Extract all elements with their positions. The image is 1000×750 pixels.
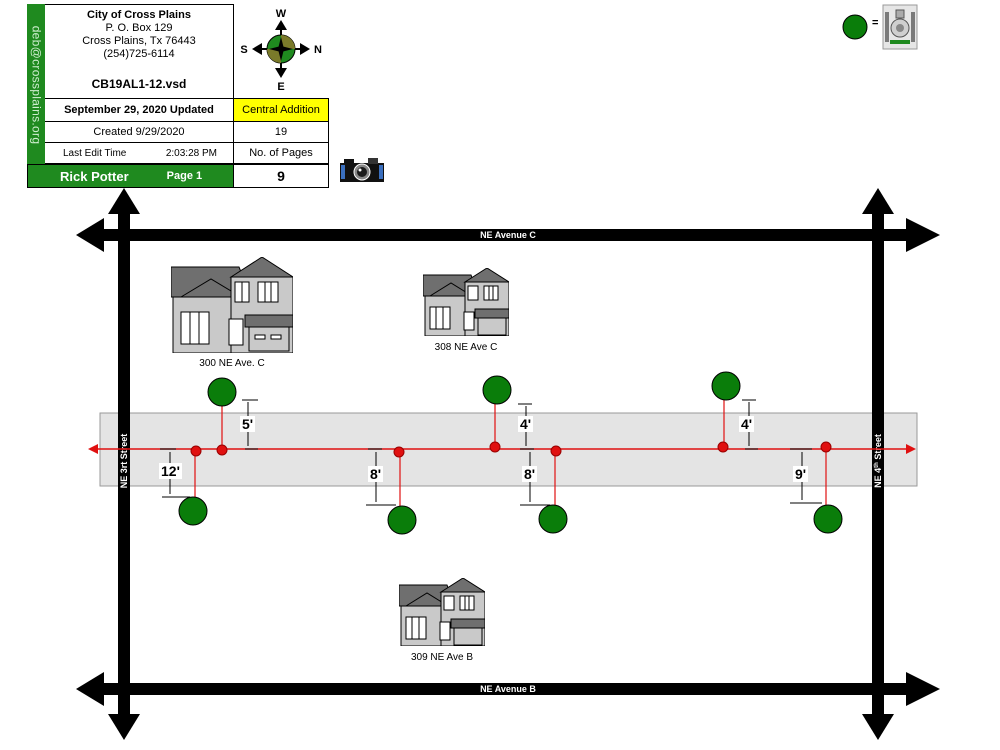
valve-icon[interactable]: [190, 441, 832, 458]
meter-icon[interactable]: [387, 505, 417, 535]
last-edit-label: Last Edit Time: [63, 147, 127, 159]
compass-label-s: S: [240, 44, 247, 56]
house-address: 308 NE Ave C: [434, 342, 498, 353]
meter-icon[interactable]: [711, 371, 741, 401]
meter-icon[interactable]: [538, 504, 568, 534]
compass-label-e: E: [277, 81, 284, 93]
dimension-label: 4': [518, 416, 534, 432]
dimension-label: 8': [522, 466, 538, 482]
legend-meter-symbol-icon: [842, 14, 868, 40]
author-name: Rick Potter: [60, 168, 129, 184]
title-block-header: City of Cross Plains P. O. Box 129 Cross…: [45, 4, 234, 99]
address-line-2: Cross Plains, Tx 76443: [82, 35, 196, 47]
street-left: [108, 188, 140, 740]
compass-rose: W E S N: [240, 8, 322, 93]
author-cell: Rick Potter Page 1: [27, 164, 234, 188]
camera-icon[interactable]: [338, 156, 386, 184]
house-address: 300 NE Ave. C: [199, 358, 265, 369]
meter-icon[interactable]: [207, 377, 237, 407]
meter-icon[interactable]: [178, 496, 208, 526]
dimension-label: 12': [159, 463, 182, 479]
compass-arrow-east-icon: [275, 68, 287, 78]
compass-arrow-north-icon: [300, 43, 310, 55]
street-label-top: NE Avenue C: [480, 230, 536, 240]
dimension-label: 4': [739, 416, 755, 432]
compass-arrow-west-icon: [275, 20, 287, 30]
legend-equals: =: [872, 17, 879, 29]
org-name: City of Cross Plains: [87, 9, 191, 21]
street-bottom: [76, 672, 940, 706]
pages-label-cell: No. of Pages: [233, 142, 329, 164]
dimension-label: 9': [793, 466, 809, 482]
street-right: [862, 188, 894, 740]
page-count-cell: 9: [233, 164, 329, 188]
last-edit-time: 2:03:28 PM: [165, 147, 217, 159]
street-label-bottom: NE Avenue B: [480, 684, 536, 694]
street-top: [76, 218, 940, 252]
house-address: 309 NE Ave B: [410, 652, 474, 663]
compass-label-n: N: [314, 44, 322, 56]
house-icon[interactable]: [171, 257, 293, 353]
street-label-right: NE 4th Street: [873, 434, 883, 488]
meter-icon[interactable]: [482, 375, 512, 405]
house-icon[interactable]: [399, 578, 485, 646]
file-name: CB19AL1-12.vsd: [91, 77, 187, 91]
phone: (254)725-6114: [103, 48, 175, 60]
page-label: Page 1: [166, 170, 203, 182]
water-main-line: [88, 444, 916, 454]
compass-arrow-south-icon: [252, 43, 262, 55]
title-block-side-strip: [27, 4, 45, 165]
dimension-label: 8': [368, 466, 384, 482]
house-icon[interactable]: [423, 268, 509, 336]
street-label-left: NE 3rt Street: [119, 434, 129, 489]
compass-label-w: W: [276, 8, 287, 20]
meter-icon[interactable]: [813, 504, 843, 534]
address-line-1: P. O. Box 129: [105, 22, 173, 34]
water-meter-icon: [882, 4, 918, 50]
dimension-label: 5': [240, 416, 256, 432]
